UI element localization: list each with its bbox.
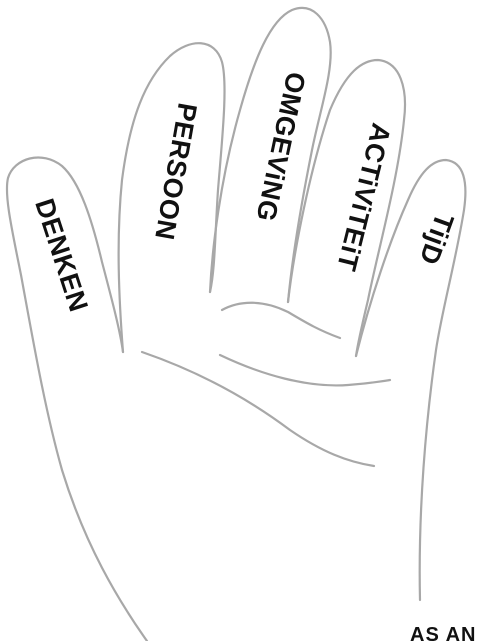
finger-base-crease xyxy=(222,303,340,338)
index-finger-label: PERSOON xyxy=(149,101,203,243)
thumb-label: DENKEN xyxy=(29,195,94,316)
pinky-label: TijD xyxy=(413,209,459,269)
palm-crease-1 xyxy=(142,352,374,466)
cutoff-corner-text: AS AN xyxy=(410,624,476,641)
thumb-outline xyxy=(7,157,147,641)
palm-crease-2 xyxy=(220,355,390,385)
